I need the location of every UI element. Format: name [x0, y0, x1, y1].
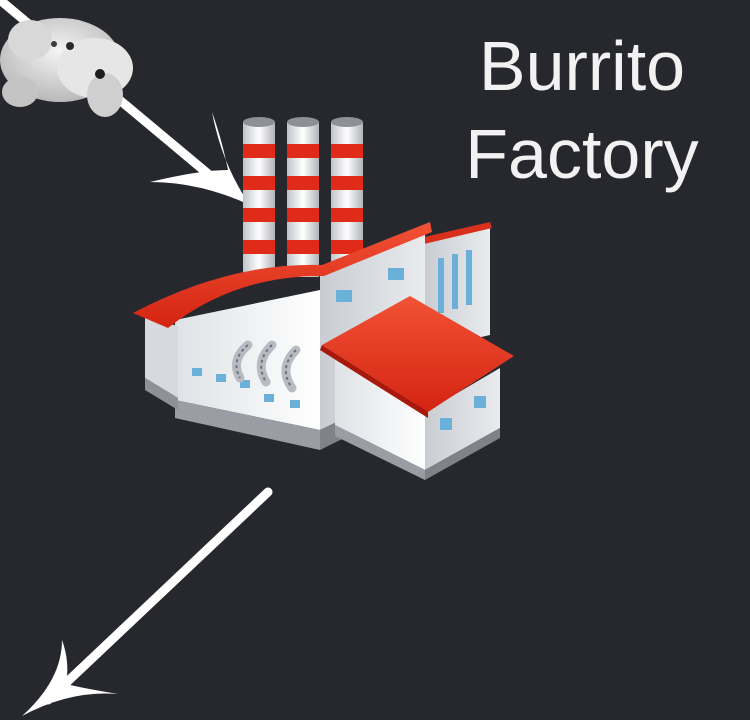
title-line-1: Burrito	[478, 27, 686, 105]
factory-icon	[133, 117, 514, 480]
smokestacks	[243, 117, 363, 277]
title-line-2: Factory	[465, 115, 699, 193]
polar-bear-icon	[0, 18, 133, 117]
diagram-title: Burrito Factory	[452, 22, 712, 198]
outgoing-arrow	[22, 487, 273, 716]
